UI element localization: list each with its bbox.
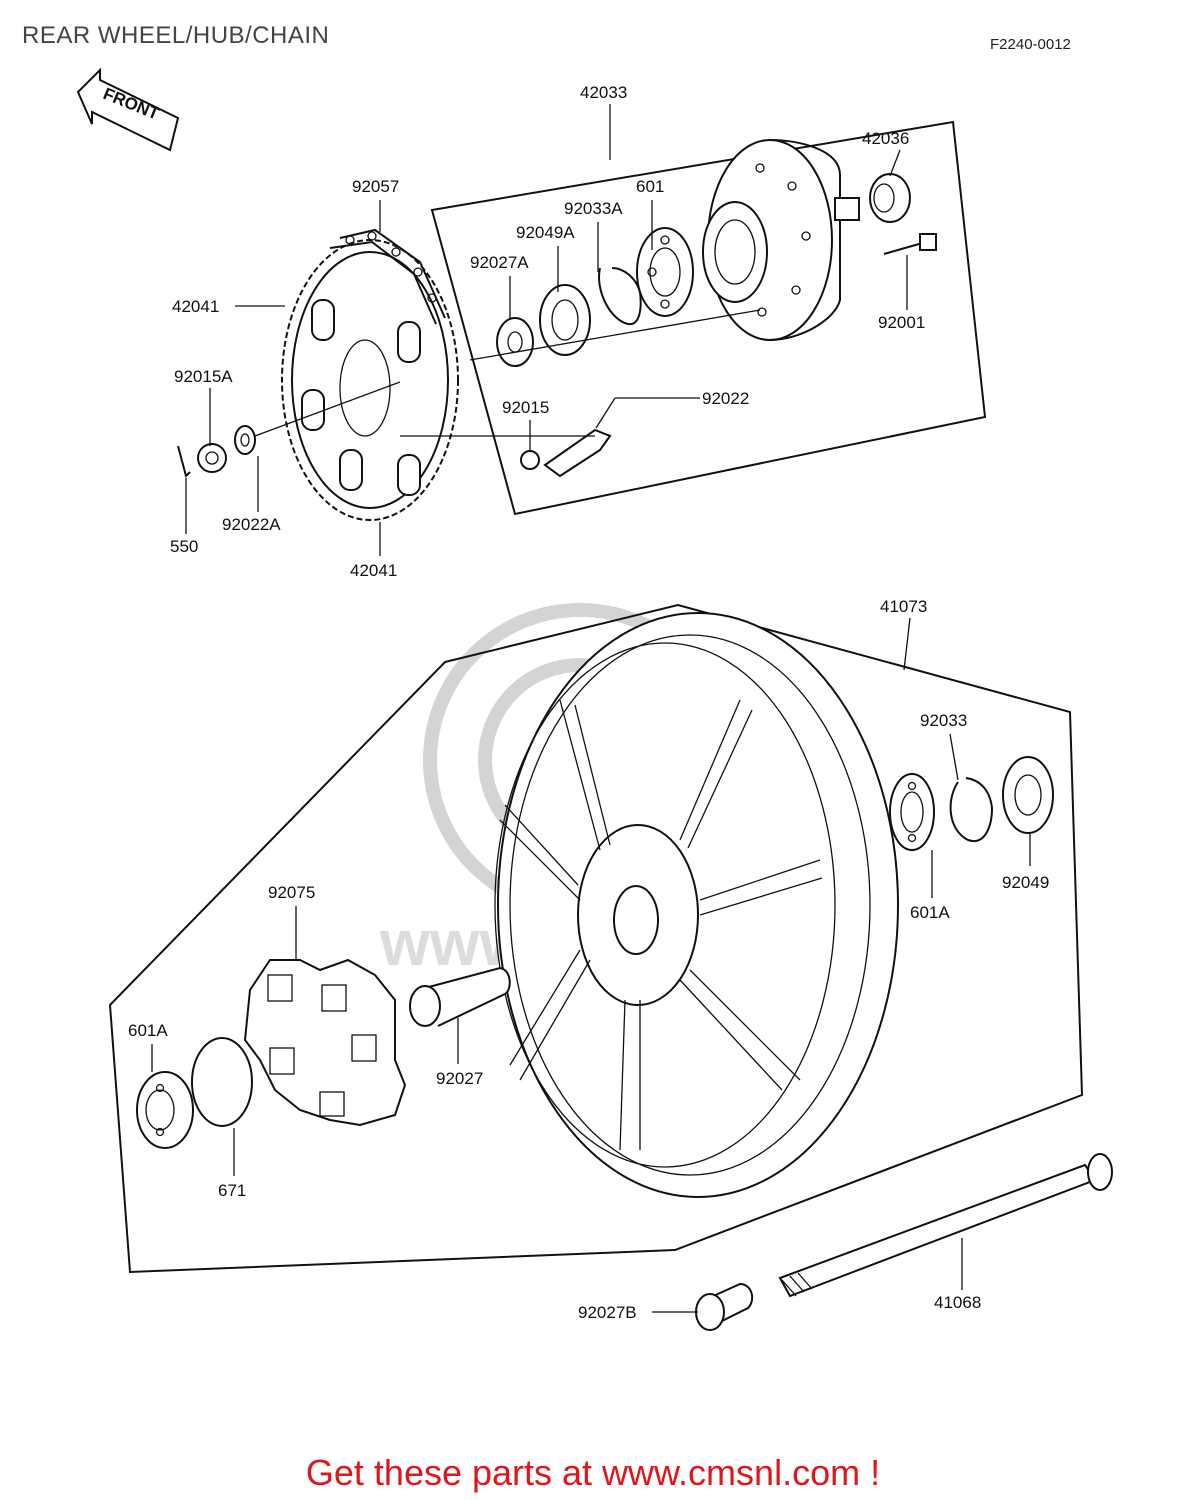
bearing-601: [636, 227, 694, 317]
part-label-601A-right: 601A: [910, 903, 950, 922]
part-label-550: 550: [170, 537, 198, 556]
hub-coupling: [702, 139, 860, 341]
buy-parts-link[interactable]: Get these parts at www.cmsnl.com !: [305, 1452, 881, 1493]
part-number-labels: 42033 42036 92057 92033A 601 92049A 9202…: [128, 83, 1049, 1322]
part-label-92027A: 92027A: [470, 253, 529, 272]
sprocket-axis-line: [254, 381, 401, 437]
part-label-42041-bottom: 42041: [350, 561, 397, 580]
part-label-92057: 92057: [352, 177, 399, 196]
part-label-601: 601: [636, 177, 664, 196]
part-label-92075: 92075: [268, 883, 315, 902]
part-label-92001: 92001: [878, 313, 925, 332]
o-ring-671: [191, 1037, 253, 1127]
oil-seal-92049A: [539, 284, 591, 356]
drive-chain: [329, 228, 446, 325]
bearing-601A-right: [889, 773, 935, 851]
part-label-42033: 42033: [580, 83, 627, 102]
wheel-damper-92075: [243, 958, 407, 1127]
part-label-671: 671: [218, 1181, 246, 1200]
part-label-92022: 92022: [702, 389, 749, 408]
page-title: REAR WHEEL/HUB/CHAIN: [22, 22, 330, 49]
part-label-92015A: 92015A: [174, 367, 233, 386]
front-direction-arrow: FRONT: [76, 67, 180, 152]
cotter-pin-550: [177, 445, 191, 478]
cast-rear-wheel: [494, 612, 899, 1198]
rear-sprocket: [281, 239, 459, 521]
leader-lines: [151, 104, 1031, 1313]
circlip-92033: [949, 777, 994, 843]
sprocket-nut-92015A: [197, 443, 227, 473]
bolt-part: [883, 233, 937, 255]
lock-plate-92022: [543, 428, 612, 478]
hub-sleeve-part: [869, 173, 911, 223]
nut-92015: [520, 450, 540, 470]
part-label-41068: 41068: [934, 1293, 981, 1312]
oil-seal-92049: [1002, 756, 1054, 834]
part-label-92027B: 92027B: [578, 1303, 637, 1322]
part-label-601A-left: 601A: [128, 1021, 168, 1040]
part-label-41073: 41073: [880, 597, 927, 616]
part-label-92049: 92049: [1002, 873, 1049, 892]
collar-92027B: [695, 1282, 754, 1331]
rear-axle-41068: [778, 1153, 1113, 1298]
part-label-92049A: 92049A: [516, 223, 575, 242]
collar-92027: [409, 966, 511, 1027]
hub-axis-line: [469, 309, 761, 361]
part-label-42041-top: 42041: [172, 297, 219, 316]
washer-92022A: [234, 425, 256, 455]
part-label-42036: 42036: [862, 129, 909, 148]
part-label-92027: 92027: [436, 1069, 483, 1088]
part-label-92022A: 92022A: [222, 515, 281, 534]
collar-92027A: [496, 317, 534, 367]
part-label-92033A: 92033A: [564, 199, 623, 218]
diagram-code: F2240-0012: [990, 36, 1071, 53]
part-label-92015: 92015: [502, 398, 549, 417]
bearing-601A-left: [136, 1071, 194, 1149]
circlip-92033A: [598, 267, 642, 326]
part-label-92033: 92033: [920, 711, 967, 730]
